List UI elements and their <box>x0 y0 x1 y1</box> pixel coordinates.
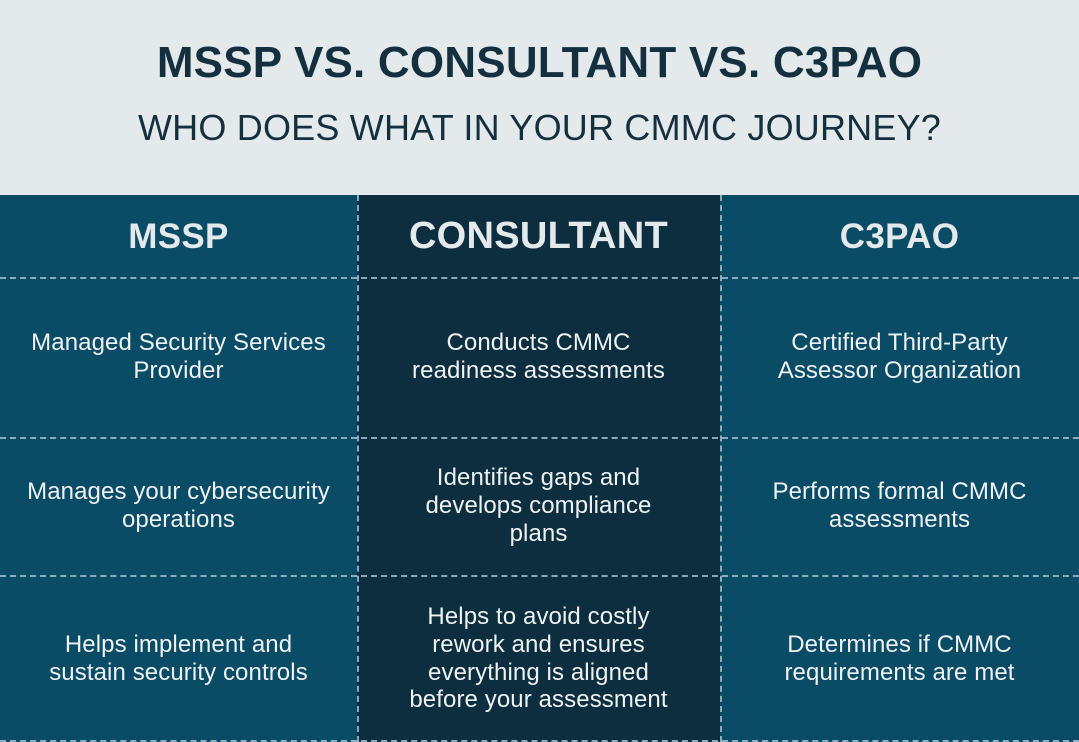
column-header-c3pao: C3PAO <box>839 216 960 256</box>
middle-column-highlight <box>357 195 720 742</box>
header-band: MSSP VS. CONSULTANT VS. C3PAO WHO DOES W… <box>0 0 1079 195</box>
page-subtitle: WHO DOES WHAT IN YOUR CMMC JOURNEY? <box>137 107 942 149</box>
comparison-table: MSSP CONSULTANT C3PAO Managed Security S… <box>0 195 1079 742</box>
page-title: MSSP VS. CONSULTANT VS. C3PAO <box>156 38 923 87</box>
row-divider-1 <box>0 437 1079 439</box>
column-divider-right <box>720 195 722 742</box>
column-header-mssp: MSSP <box>128 216 229 256</box>
row-divider-2 <box>0 575 1079 577</box>
table-cell-text: Identifies gaps and develops compliance … <box>425 464 652 547</box>
table-cell-mssp-1: Managed Security Services Provider <box>0 277 357 437</box>
table-cell-mssp-3: Helps implement and sustain security con… <box>0 575 357 742</box>
table-cell-text: Manages your cybersecurity operations <box>27 478 330 533</box>
table-cell-consultant-2: Identifies gaps and develops compliance … <box>357 437 720 575</box>
column-header-consultant: CONSULTANT <box>408 215 669 257</box>
table-cell-text: Helps to avoid costly rework and ensures… <box>409 602 668 714</box>
table-cell-text: Managed Security Services Provider <box>31 329 326 384</box>
row-divider-header <box>0 277 1079 279</box>
table-cell-c3pao-2: Performs formal CMMC assessments <box>720 437 1079 575</box>
table-cell-text: Determines if CMMC requirements are met <box>784 630 1015 686</box>
table-cell-text: Performs formal CMMC assessments <box>772 478 1027 533</box>
row-divider-bottom <box>0 740 1079 742</box>
table-grid: MSSP CONSULTANT C3PAO Managed Security S… <box>0 195 1079 742</box>
table-cell-text: Conducts CMMC readiness assessments <box>412 329 665 384</box>
table-cell-c3pao-3: Determines if CMMC requirements are met <box>720 575 1079 742</box>
table-cell-text: Helps implement and sustain security con… <box>49 630 308 686</box>
table-cell-consultant-3: Helps to avoid costly rework and ensures… <box>357 575 720 742</box>
table-cell-c3pao-1: Certified Third-Party Assessor Organizat… <box>720 277 1079 437</box>
table-cell-consultant-1: Conducts CMMC readiness assessments <box>357 277 720 437</box>
column-divider-left <box>357 195 359 742</box>
table-cell-mssp-2: Manages your cybersecurity operations <box>0 437 357 575</box>
table-cell-text: Certified Third-Party Assessor Organizat… <box>777 329 1022 384</box>
